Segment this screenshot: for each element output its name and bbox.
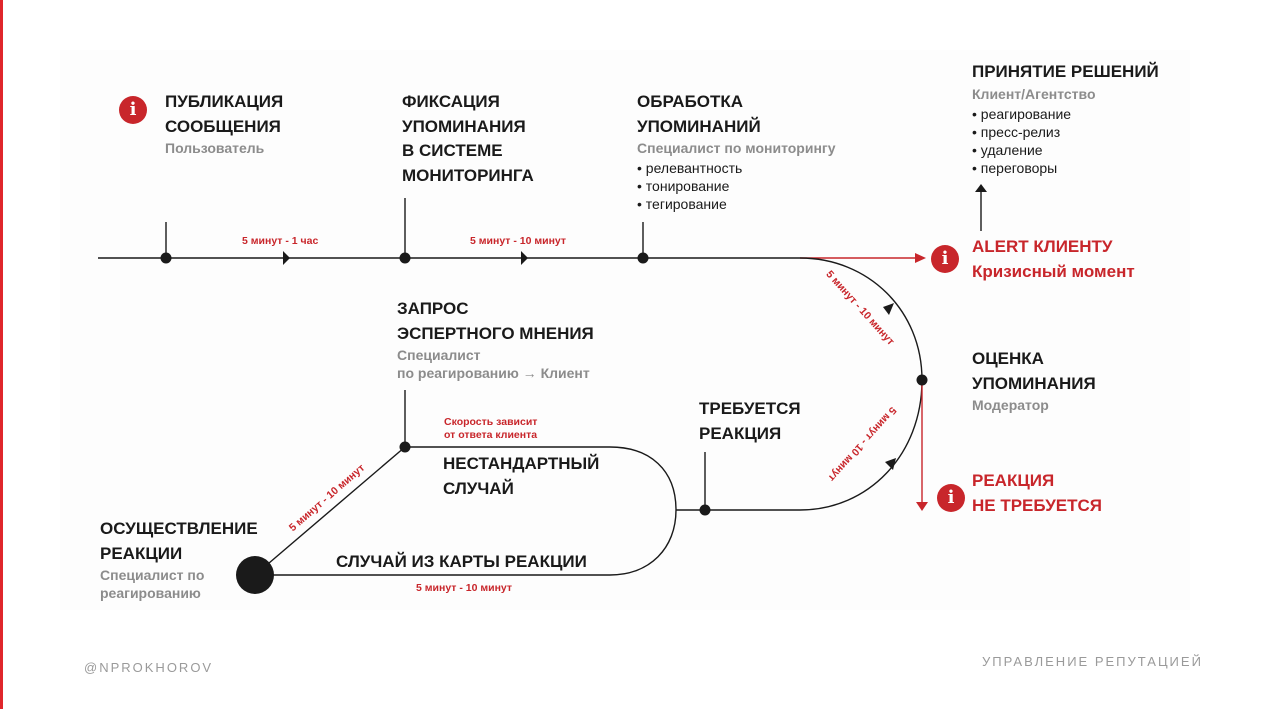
decision-arrow-head <box>975 184 987 192</box>
timing-label: 5 минут - 10 минут <box>416 582 513 594</box>
node-processing: ОБРАБОТКА УПОМИНАНИЙ Специалист по монит… <box>637 90 836 213</box>
node-subtitle: Кризисный момент <box>972 261 1135 281</box>
info-icon: i <box>119 96 147 124</box>
author-handle: @NPROKHOROV <box>84 660 214 675</box>
dot-processing <box>637 252 649 264</box>
bullet-item: удаление <box>972 141 1159 159</box>
nonstandard-note: Скорость зависит от ответа клиента <box>444 416 538 441</box>
node-title: ПУБЛИКАЦИЯ СООБЩЕНИЯ <box>165 92 284 136</box>
dot-fixation <box>399 252 411 264</box>
dot-needs-reaction <box>699 504 711 516</box>
node-alert: ALERT КЛИЕНТУ Кризисный момент <box>972 235 1135 284</box>
info-icon: i <box>931 245 959 273</box>
node-title: ОБРАБОТКА УПОМИНАНИЙ <box>637 92 761 136</box>
timeline-arrow-2 <box>521 251 528 265</box>
node-title: СЛУЧАЙ ИЗ КАРТЫ РЕАКЦИИ <box>336 552 587 571</box>
timing-label: 5 минут - 10 минут <box>470 235 567 247</box>
node-title: ОСУЩЕСТВЛЕНИЕ РЕАКЦИИ <box>100 519 258 563</box>
arc-arrow-bottom <box>885 458 896 470</box>
node-title: РЕАКЦИЯ НЕ ТРЕБУЕТСЯ <box>972 471 1102 515</box>
reaction-loop <box>255 446 705 576</box>
dot-publication <box>160 252 172 264</box>
node-bullets: реагирование пресс-релиз удаление перего… <box>972 105 1159 177</box>
node-reaction-map: СЛУЧАЙ ИЗ КАРТЫ РЕАКЦИИ <box>336 550 587 575</box>
node-title: НЕСТАНДАРТНЫЙ СЛУЧАЙ <box>443 454 600 498</box>
alert-arrow-head <box>915 253 926 263</box>
node-subtitle: Специалист по мониторингу <box>637 140 836 156</box>
node-no-reaction: РЕАКЦИЯ НЕ ТРЕБУЕТСЯ <box>972 469 1102 518</box>
node-title: ЗАПРОС ЭСПЕРТНОГО МНЕНИЯ <box>397 299 594 343</box>
node-title: ПРИНЯТИЕ РЕШЕНИЙ <box>972 62 1159 81</box>
no-reaction-arrow-head <box>916 502 928 511</box>
timeline-arrow-1 <box>283 251 290 265</box>
node-expert-request: ЗАПРОС ЭСПЕРТНОГО МНЕНИЯ Специалист по р… <box>397 297 594 382</box>
node-title: ФИКСАЦИЯ УПОМИНАНИЯ В СИСТЕМЕ МОНИТОРИНГ… <box>402 92 534 185</box>
bullet-item: реагирование <box>972 105 1159 123</box>
timing-label: 5 минут - 1 час <box>242 235 319 247</box>
node-title: ALERT КЛИЕНТУ <box>972 237 1113 256</box>
node-bullets: релевантность тонирование тегирование <box>637 159 836 213</box>
node-needs-reaction: ТРЕБУЕТСЯ РЕАКЦИЯ <box>699 397 801 446</box>
bullet-item: тонирование <box>637 177 836 195</box>
node-subtitle: Модератор <box>972 397 1049 413</box>
implementation-diagonal <box>254 446 406 576</box>
node-nonstandard: НЕСТАНДАРТНЫЙ СЛУЧАЙ <box>443 452 599 501</box>
node-subtitle: Пользователь <box>165 140 265 156</box>
accent-bar <box>0 0 3 709</box>
node-decision: ПРИНЯТИЕ РЕШЕНИЙ Клиент/Агентство реагир… <box>972 60 1159 177</box>
node-implementation: ОСУЩЕСТВЛЕНИЕ РЕАКЦИИ Специалист по реаг… <box>100 517 258 602</box>
evaluation-arc <box>705 257 923 511</box>
bullet-item: релевантность <box>637 159 836 177</box>
footer-section-title: УПРАВЛЕНИЕ РЕПУТАЦИЕЙ <box>982 654 1203 669</box>
dot-evaluation <box>916 374 928 386</box>
arc-arrow-top <box>883 303 894 315</box>
bullet-item: переговоры <box>972 159 1159 177</box>
bullet-item: пресс-релиз <box>972 123 1159 141</box>
dot-implementation <box>236 556 274 594</box>
node-title: ОЦЕНКА УПОМИНАНИЯ <box>972 349 1096 393</box>
node-publication: ПУБЛИКАЦИЯ СООБЩЕНИЯ Пользователь <box>165 90 283 157</box>
node-subtitle: Клиент/Агентство <box>972 85 1096 102</box>
node-subtitle: Специалист по реагированию <box>100 567 205 601</box>
node-fixation: ФИКСАЦИЯ УПОМИНАНИЯ В СИСТЕМЕ МОНИТОРИНГ… <box>402 90 534 188</box>
info-icon: i <box>937 484 965 512</box>
node-subtitle: Специалист по реагированию → Клиент <box>397 347 590 381</box>
bullet-item: тегирование <box>637 195 836 213</box>
node-title: ТРЕБУЕТСЯ РЕАКЦИЯ <box>699 399 801 443</box>
node-evaluation: ОЦЕНКА УПОМИНАНИЯ Модератор <box>972 347 1096 414</box>
dot-expert <box>399 441 411 453</box>
